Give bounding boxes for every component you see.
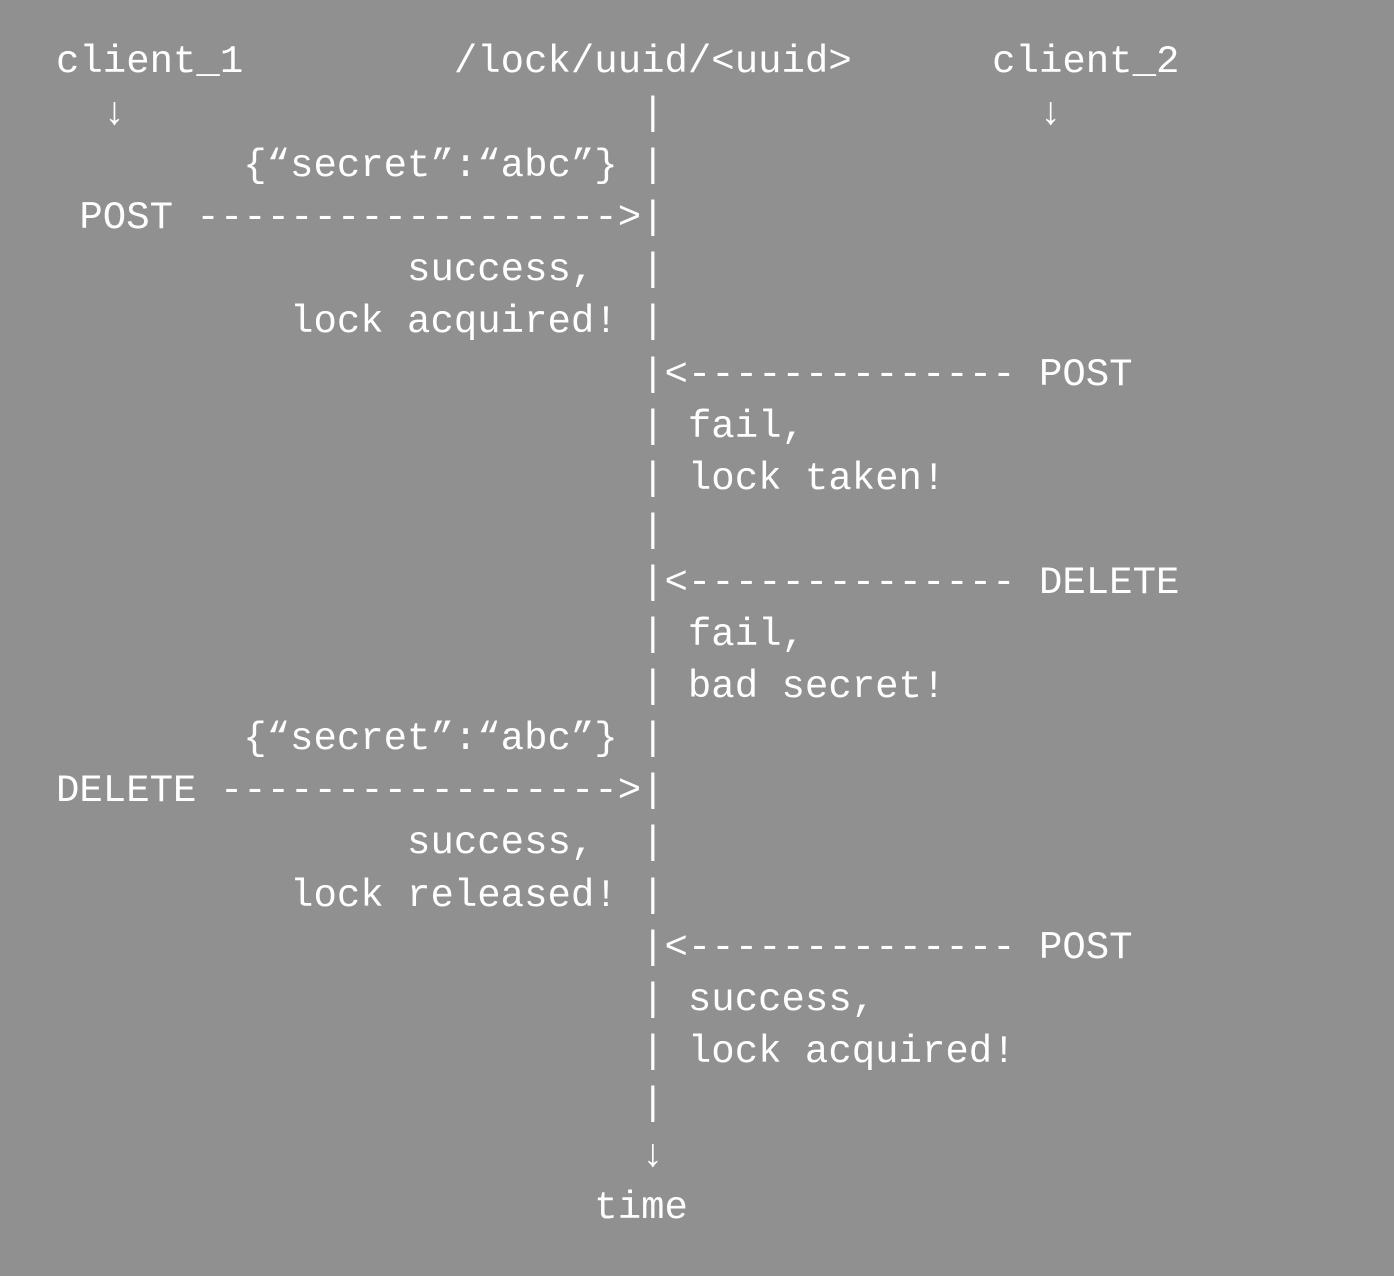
diagram-start-arrows-row: ↓ | ↓ (56, 92, 1063, 137)
diagram-header-row: client_1 /lock/uuid/<uuid> client_2 (56, 40, 1180, 84)
client1-delete-arrow: DELETE ----------------->| (56, 769, 665, 814)
time-axis-label: time (56, 1186, 688, 1231)
client2-post-response-2: | lock taken! (56, 456, 946, 501)
lifeline-row-end: | (56, 1081, 665, 1126)
client2-post-response-1: | fail, (56, 404, 805, 449)
ascii-sequence-diagram: client_1 /lock/uuid/<uuid> client_2 ↓ | … (56, 36, 1179, 1234)
client2-post2-response-1: | success, (56, 977, 876, 1022)
client1-post-response-2: lock acquired! | (56, 300, 665, 345)
client1-post-payload: {“secret”:“abc”} | (56, 144, 665, 189)
time-arrow-icon: ↓ (56, 1133, 665, 1178)
client1-delete-response-2: lock released! | (56, 873, 665, 918)
client2-delete-arrow: |<-------------- DELETE (56, 560, 1180, 605)
client2-post2-arrow: |<-------------- POST (56, 925, 1133, 970)
client1-delete-response-1: success, | (56, 821, 665, 866)
client2-delete-response-1: | fail, (56, 613, 805, 658)
client2-post2-response-2: | lock acquired! (56, 1029, 1016, 1074)
client2-post-arrow: |<-------------- POST (56, 352, 1133, 397)
client1-delete-payload: {“secret”:“abc”} | (56, 717, 665, 762)
client1-post-response-1: success, | (56, 248, 665, 293)
client2-delete-response-2: | bad secret! (56, 665, 946, 710)
lifeline-row: | (56, 508, 665, 553)
client1-post-arrow: POST ------------------>| (56, 196, 665, 241)
